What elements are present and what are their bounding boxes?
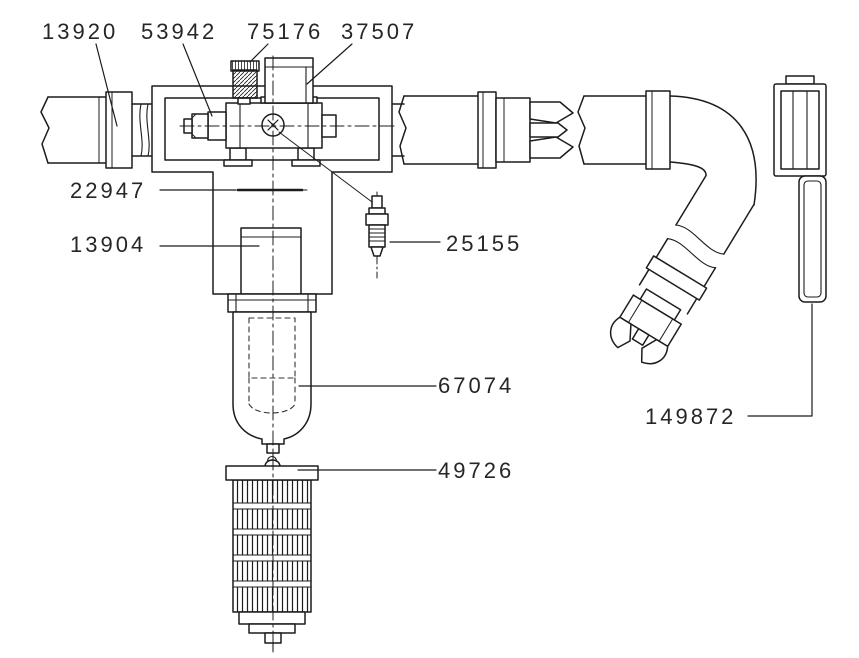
bowl-flange <box>228 294 316 312</box>
part-label-67074: 67074 <box>438 373 515 398</box>
centerlines <box>180 56 398 652</box>
right-hose <box>390 92 573 168</box>
part-label-37507: 37507 <box>341 19 418 44</box>
return-hose-assembly <box>578 91 756 371</box>
strainer <box>226 460 318 650</box>
part-label-75176: 75176 <box>247 19 324 44</box>
mounting-strap <box>774 76 826 302</box>
drain-fitting <box>279 132 388 278</box>
leader-lines <box>96 44 812 470</box>
part-label-49726: 49726 <box>438 458 515 483</box>
part-label-53942: 53942 <box>141 19 218 44</box>
left-hose <box>41 92 154 168</box>
part-label-149872: 149872 <box>645 404 737 429</box>
filter-bowl <box>233 312 311 466</box>
part-label-13904: 13904 <box>70 232 147 257</box>
part-label-25155: 25155 <box>446 231 523 256</box>
element-cylinder <box>241 228 301 294</box>
part-label-22947: 22947 <box>70 178 147 203</box>
part-label-13920: 13920 <box>42 19 119 44</box>
